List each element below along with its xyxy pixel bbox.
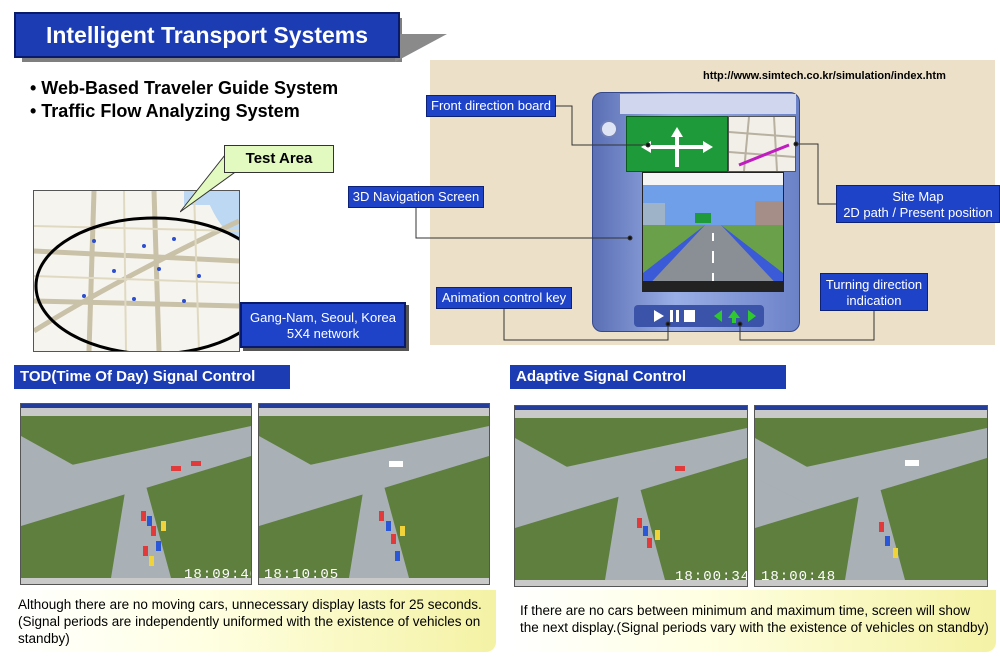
network-label: Gang-Nam, Seoul, Korea 5X4 network	[240, 302, 406, 348]
adaptive-screenshot-1: 18:00:34	[514, 405, 748, 587]
front-direction-board-display	[626, 116, 728, 172]
label-3d-navigation-screen: 3D Navigation Screen	[348, 186, 484, 208]
test-area-callout: Test Area	[224, 145, 334, 173]
network-label-line2: 5X4 network	[286, 326, 360, 341]
label-turning-direction: Turning direction indication	[820, 273, 928, 311]
tod-caption-background	[14, 590, 496, 652]
right-arrow-icon	[748, 310, 756, 322]
bullet-web-guide: • Web-Based Traveler Guide System	[30, 78, 339, 98]
device-header	[620, 94, 796, 114]
adaptive-caption: If there are no cars between minimum and…	[520, 603, 989, 635]
bullet-traffic-flow: • Traffic Flow Analyzing System	[30, 101, 300, 121]
tod-caption: Although there are no moving cars, unnec…	[18, 597, 482, 646]
up-arrow-icon	[728, 310, 740, 318]
tod-screenshot-1: 18:09:40	[20, 403, 252, 585]
intersection-view	[259, 416, 489, 578]
intersection-view	[755, 418, 987, 580]
adaptive-screenshot-2: 18:00:48	[754, 405, 988, 587]
stop-icon	[684, 310, 695, 322]
tod-screenshot-2: 18:10:05	[258, 403, 490, 585]
site-map-graphic	[729, 117, 795, 171]
intersection-view	[21, 416, 251, 578]
adaptive-caption-background	[512, 590, 996, 652]
site-map-line1: Site Map	[892, 189, 944, 204]
simulation-url: http://www.simtech.co.kr/simulation/inde…	[703, 70, 946, 82]
3d-road-view	[643, 173, 783, 291]
map-graphic	[34, 191, 239, 351]
3d-navigation-display	[642, 172, 784, 292]
playback-controls	[654, 310, 756, 323]
direction-board-arrows-icon	[641, 127, 713, 167]
label-site-map: Site Map 2D path / Present position	[836, 185, 1000, 223]
pause-icon	[670, 310, 673, 322]
turning-line1: Turning direction	[825, 277, 923, 292]
page-title: Intelligent Transport Systems	[14, 12, 400, 58]
intersection-view	[515, 418, 747, 580]
test-area-map	[33, 190, 240, 352]
turning-line2: indication	[846, 293, 902, 308]
adaptive-section-title: Adaptive Signal Control	[510, 365, 786, 389]
tod-section-title: TOD(Time Of Day) Signal Control	[14, 365, 290, 389]
label-animation-control-key: Animation control key	[436, 287, 572, 309]
label-front-direction-board: Front direction board	[426, 95, 556, 117]
animation-control-bar	[634, 305, 764, 327]
site-map-line2: 2D path / Present position	[843, 205, 993, 220]
network-label-line1: Gang-Nam, Seoul, Korea	[250, 310, 396, 325]
play-icon	[654, 310, 664, 322]
device-knob-icon	[600, 120, 618, 138]
left-arrow-icon	[714, 310, 722, 322]
